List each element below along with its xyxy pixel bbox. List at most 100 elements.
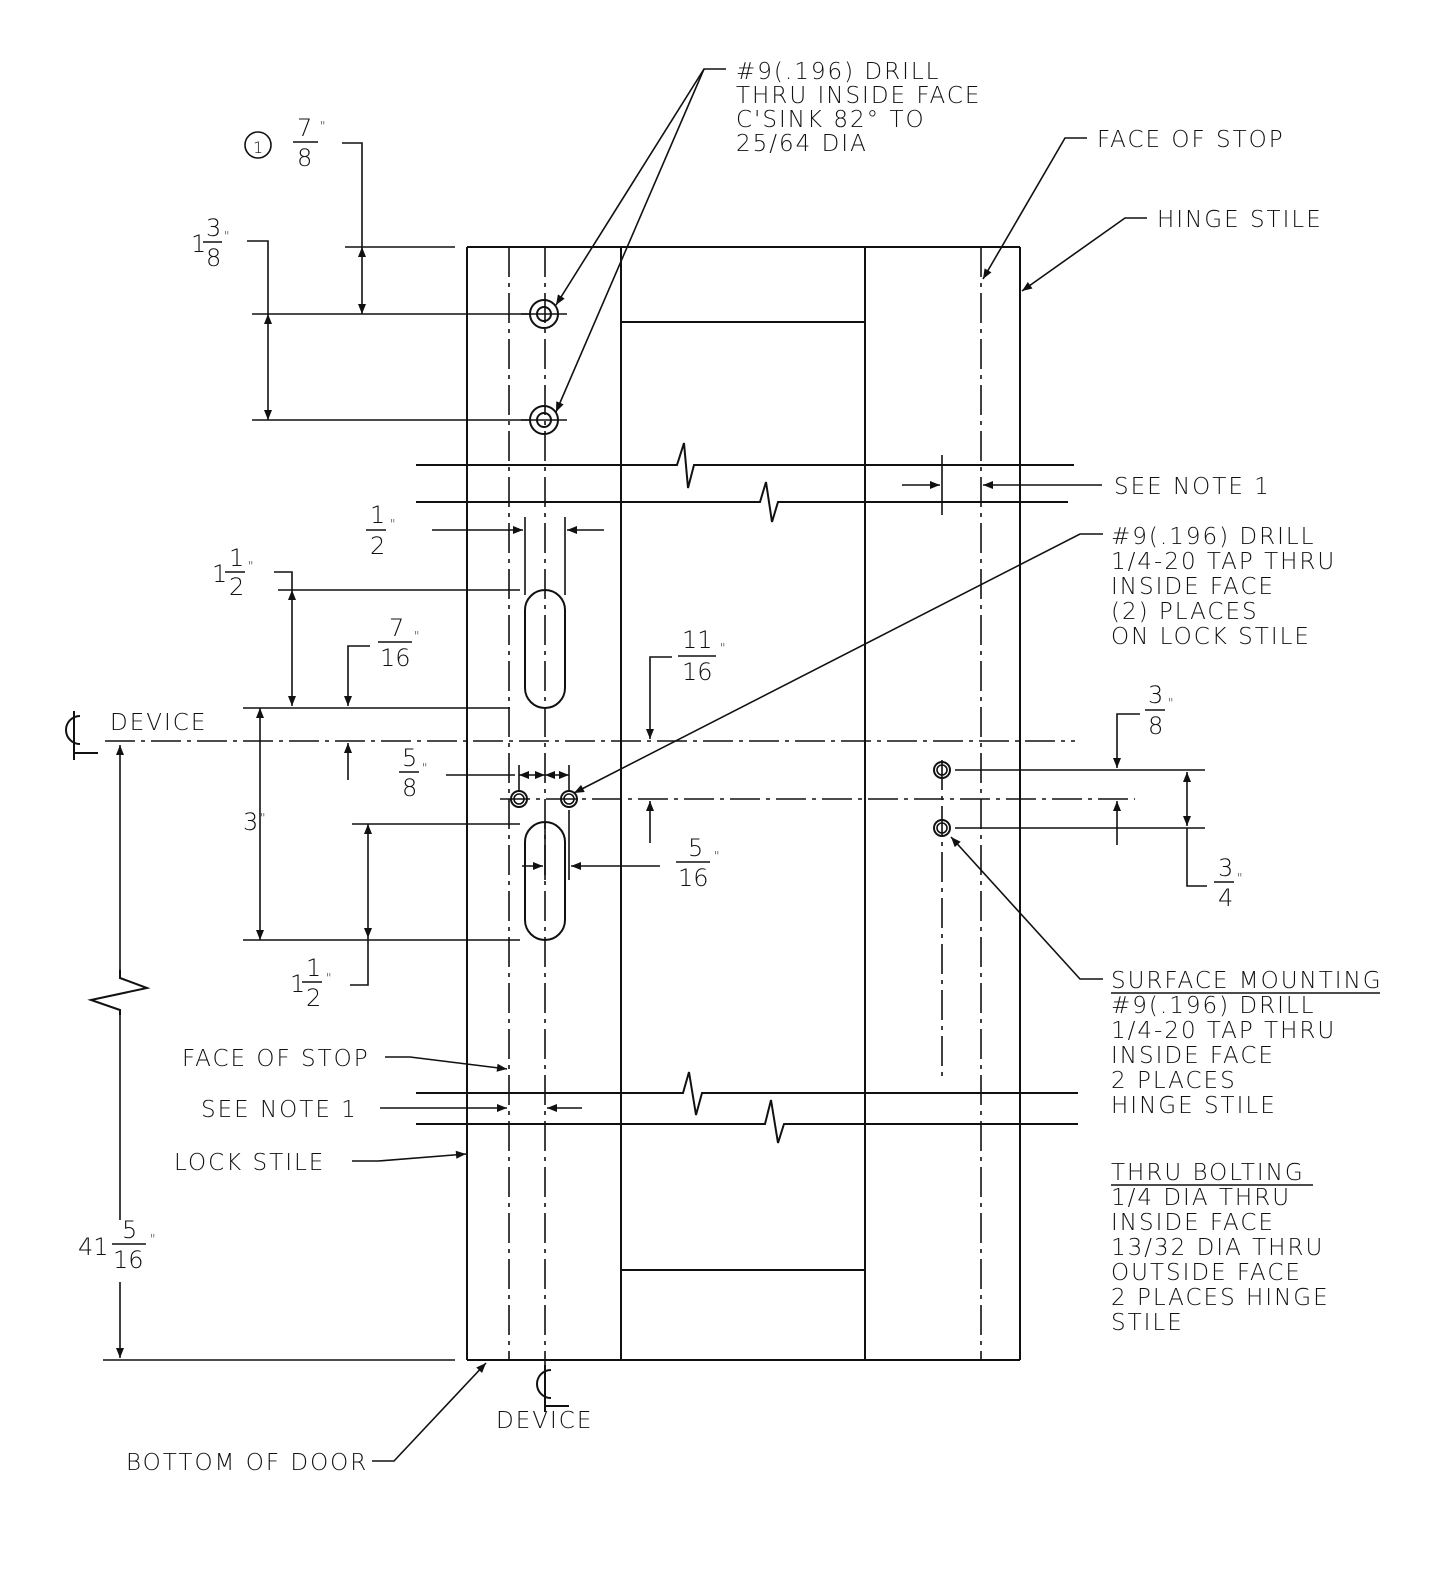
leader-lines bbox=[352, 68, 1147, 1462]
svg-text:": " bbox=[714, 849, 721, 863]
svg-text:1: 1 bbox=[290, 970, 305, 998]
label-hinge-stile: HINGE STILE bbox=[1157, 207, 1323, 233]
svg-text:8: 8 bbox=[206, 244, 221, 272]
svg-text:16: 16 bbox=[678, 864, 709, 892]
svg-text:2: 2 bbox=[306, 984, 321, 1012]
svg-text:OUTSIDE FACE: OUTSIDE FACE bbox=[1111, 1260, 1302, 1286]
svg-text:#9(.196) DRILL: #9(.196) DRILL bbox=[1111, 993, 1315, 1019]
svg-text:": " bbox=[422, 761, 429, 775]
svg-text:": " bbox=[150, 1232, 157, 1246]
svg-text:#9(.196) DRILL: #9(.196) DRILL bbox=[1111, 524, 1315, 550]
svg-text:1: 1 bbox=[212, 560, 227, 588]
label-lock-stile: LOCK STILE bbox=[174, 1150, 325, 1176]
svg-text:3: 3 bbox=[206, 214, 221, 242]
svg-text:": " bbox=[224, 229, 231, 243]
svg-text:SURFACE MOUNTING: SURFACE MOUNTING bbox=[1111, 968, 1383, 994]
dim-1-2-top: 1 2 " bbox=[366, 501, 397, 560]
svg-text:4: 4 bbox=[1218, 884, 1233, 912]
svg-text:16: 16 bbox=[380, 644, 411, 672]
svg-text:11: 11 bbox=[682, 626, 713, 654]
svg-text:": " bbox=[320, 119, 327, 133]
svg-text:1: 1 bbox=[191, 230, 206, 258]
svg-text:INSIDE FACE: INSIDE FACE bbox=[1111, 574, 1275, 600]
svg-text:C'SINK 82° TO: C'SINK 82° TO bbox=[736, 107, 926, 133]
svg-text:5: 5 bbox=[402, 744, 417, 772]
svg-text:2: 2 bbox=[229, 573, 244, 601]
svg-text:8: 8 bbox=[1148, 712, 1163, 740]
svg-text:7: 7 bbox=[297, 114, 312, 142]
label-bottom-of-door: BOTTOM OF DOOR bbox=[126, 1450, 368, 1476]
label-face-of-stop-top: FACE OF STOP bbox=[1097, 127, 1285, 153]
svg-text:41: 41 bbox=[78, 1233, 109, 1261]
svg-text:16: 16 bbox=[682, 658, 713, 686]
tapped-hole-lock-right bbox=[560, 790, 578, 808]
dim-1-1-2-lower: 1 1 2 " bbox=[290, 954, 333, 1012]
tapped-hole-hinge-lower bbox=[933, 819, 951, 837]
svg-text:": " bbox=[414, 629, 421, 643]
svg-text:": " bbox=[390, 517, 397, 531]
centerline-symbol-left bbox=[65, 711, 98, 760]
svg-text:STILE: STILE bbox=[1111, 1310, 1184, 1336]
dimension-lines bbox=[103, 142, 1207, 1361]
note-drill-countersink: #9(.196) DRILL THRU INSIDE FACE C'SINK 8… bbox=[736, 59, 981, 157]
svg-text:5: 5 bbox=[122, 1216, 137, 1244]
centerline-symbol-bottom bbox=[536, 1365, 569, 1412]
note-marker-1: 1 bbox=[244, 131, 272, 159]
svg-text:3: 3 bbox=[1218, 854, 1233, 882]
svg-text:8: 8 bbox=[297, 144, 312, 172]
label-centerline-device-left: DEVICE bbox=[110, 710, 207, 736]
face-of-stop-lines bbox=[508, 247, 982, 1370]
svg-text:HINGE STILE: HINGE STILE bbox=[1111, 1093, 1277, 1119]
svg-text:3: 3 bbox=[1148, 681, 1163, 709]
dim-1-1-2-upper: 1 1 2 " bbox=[212, 544, 255, 601]
svg-text:INSIDE FACE: INSIDE FACE bbox=[1111, 1210, 1275, 1236]
tapped-hole-lock-left bbox=[510, 790, 528, 808]
svg-text:16: 16 bbox=[113, 1246, 144, 1274]
svg-text:1: 1 bbox=[253, 138, 263, 157]
svg-text:ON LOCK STILE: ON LOCK STILE bbox=[1111, 624, 1311, 650]
svg-text:2 PLACES HINGE: 2 PLACES HINGE bbox=[1111, 1285, 1330, 1311]
svg-text:": " bbox=[248, 559, 255, 573]
svg-text:": " bbox=[1168, 696, 1175, 710]
dim-7-16: 7 16 " bbox=[378, 614, 421, 672]
svg-text:1/4-20 TAP THRU: 1/4-20 TAP THRU bbox=[1111, 549, 1336, 575]
label-centerline-device-bottom: DEVICE bbox=[496, 1408, 593, 1434]
dim-11-16: 11 16 " bbox=[678, 626, 727, 686]
svg-text:1/4 DIA THRU: 1/4 DIA THRU bbox=[1111, 1185, 1291, 1211]
svg-text:2 PLACES: 2 PLACES bbox=[1111, 1068, 1237, 1094]
door-outline bbox=[466, 246, 1021, 1361]
dim-3-4: 3 4 " bbox=[1214, 854, 1244, 912]
svg-text:1/4-20 TAP THRU: 1/4-20 TAP THRU bbox=[1111, 1018, 1336, 1044]
note-drill-tap-lock-stile: #9(.196) DRILL 1/4-20 TAP THRU INSIDE FA… bbox=[1111, 524, 1336, 650]
dim-7-8: 7 8 " bbox=[293, 114, 327, 172]
svg-text:INSIDE FACE: INSIDE FACE bbox=[1111, 1043, 1275, 1069]
centerline-device bbox=[105, 740, 1135, 800]
slot-upper bbox=[524, 589, 566, 709]
note-thru-bolting: THRU BOLTING 1/4 DIA THRU INSIDE FACE 13… bbox=[1111, 1160, 1330, 1336]
svg-text:8: 8 bbox=[402, 774, 417, 802]
svg-text:1: 1 bbox=[370, 501, 385, 529]
svg-text:": " bbox=[720, 641, 727, 655]
svg-text:25/64 DIA: 25/64 DIA bbox=[736, 131, 868, 157]
break-lines bbox=[87, 442, 1078, 1144]
note-surface-mounting: SURFACE MOUNTING #9(.196) DRILL 1/4-20 T… bbox=[1111, 968, 1383, 1119]
svg-text:2: 2 bbox=[370, 532, 385, 560]
svg-text:#9(.196) DRILL: #9(.196) DRILL bbox=[736, 59, 940, 85]
svg-text:": " bbox=[260, 811, 267, 825]
svg-text:13/32 DIA THRU: 13/32 DIA THRU bbox=[1111, 1235, 1324, 1261]
tapped-hole-hinge-upper bbox=[933, 761, 951, 779]
svg-text:THRU INSIDE FACE: THRU INSIDE FACE bbox=[736, 83, 981, 109]
svg-text:": " bbox=[1237, 871, 1244, 885]
label-see-note-1-left: SEE NOTE 1 bbox=[201, 1097, 358, 1123]
svg-text:7: 7 bbox=[389, 614, 404, 642]
dim-3-8-right: 3 8 " bbox=[1145, 681, 1175, 740]
svg-text:(2) PLACES: (2) PLACES bbox=[1111, 599, 1259, 625]
label-see-note-1-right: SEE NOTE 1 bbox=[1114, 474, 1271, 500]
svg-text:1: 1 bbox=[306, 954, 321, 982]
label-face-of-stop-left: FACE OF STOP bbox=[182, 1046, 370, 1072]
svg-text:": " bbox=[326, 971, 333, 985]
dim-5-16: 5 16 " bbox=[676, 834, 721, 892]
dim-5-8: 5 8 " bbox=[399, 744, 429, 802]
svg-text:1: 1 bbox=[229, 544, 244, 572]
